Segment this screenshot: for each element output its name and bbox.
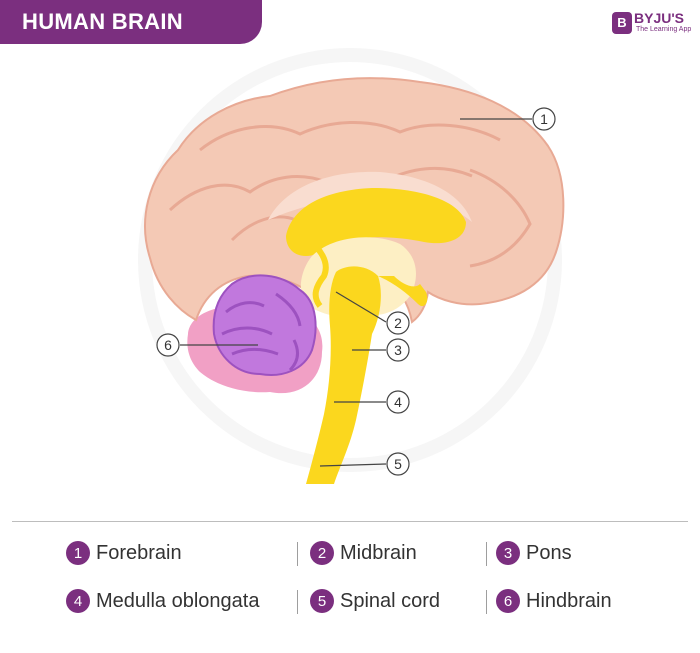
legend-number-badge: 6 [496, 589, 520, 613]
svg-text:6: 6 [164, 337, 172, 353]
legend-number-badge: 5 [310, 589, 334, 613]
svg-text:4: 4 [394, 394, 402, 410]
logo-name: BYJU'S [634, 10, 685, 26]
svg-text:3: 3 [394, 342, 402, 358]
legend-item-midbrain: 2 Midbrain [310, 540, 417, 566]
callout-1: 1 [532, 107, 556, 131]
logo-tagline: The Learning App [636, 26, 692, 33]
legend-number-badge: 4 [66, 589, 90, 613]
callout-6: 6 [156, 333, 180, 357]
title-banner: HUMAN BRAIN [0, 0, 262, 44]
legend-separator [297, 590, 298, 614]
legend-separator [486, 542, 487, 566]
legend-item-forebrain: 1 Forebrain [66, 540, 182, 566]
leader-line-5 [319, 463, 387, 467]
logo-mark: B [612, 12, 632, 34]
svg-text:5: 5 [394, 456, 402, 472]
cerebrum-fold [230, 215, 297, 242]
cerebrum-fold [469, 168, 532, 268]
legend-label: Forebrain [96, 541, 182, 564]
byjus-logo: B BYJU'S The Learning App [612, 10, 696, 36]
legend-label: Spinal cord [340, 589, 441, 612]
leader-line-2 [335, 291, 387, 323]
cerebrum-fold [395, 167, 473, 178]
svg-text:1: 1 [540, 111, 548, 127]
brainstem-branch [304, 235, 329, 308]
legend-item-pons: 3 Pons [496, 540, 572, 566]
cerebrum-fold [199, 120, 501, 152]
legend-item-medulla-oblongata: 4 Medulla oblongata [66, 588, 259, 614]
callout-2: 2 [386, 311, 410, 335]
legend-separator [297, 542, 298, 566]
cerebrum-fold [168, 175, 327, 212]
brain-diagram: 1 2 3 4 5 6 [144, 77, 565, 484]
legend-label: Hindbrain [526, 589, 612, 612]
divider [12, 521, 688, 522]
callout-3: 3 [386, 338, 410, 362]
legend-label: Medulla oblongata [96, 589, 260, 612]
legend-number-badge: 1 [66, 541, 90, 565]
legend-label: Midbrain [340, 541, 417, 564]
brainstem-branch [378, 276, 428, 307]
inner-band [268, 171, 472, 222]
legend-number-badge: 3 [496, 541, 520, 565]
corpus-callosum [286, 188, 466, 256]
brainstem-spinal-cord [306, 266, 381, 484]
legend-separator [486, 590, 487, 614]
page-title: HUMAN BRAIN [22, 9, 183, 34]
legend-item-spinal-cord: 5 Spinal cord [310, 588, 440, 614]
legend-label: Pons [526, 541, 572, 564]
cerebellum-folds [221, 292, 302, 372]
legend-number-badge: 2 [310, 541, 334, 565]
callout-4: 4 [386, 390, 410, 414]
legend-item-hindbrain: 6 Hindbrain [496, 588, 612, 614]
callout-5: 5 [386, 452, 410, 476]
svg-text:2: 2 [394, 315, 402, 331]
